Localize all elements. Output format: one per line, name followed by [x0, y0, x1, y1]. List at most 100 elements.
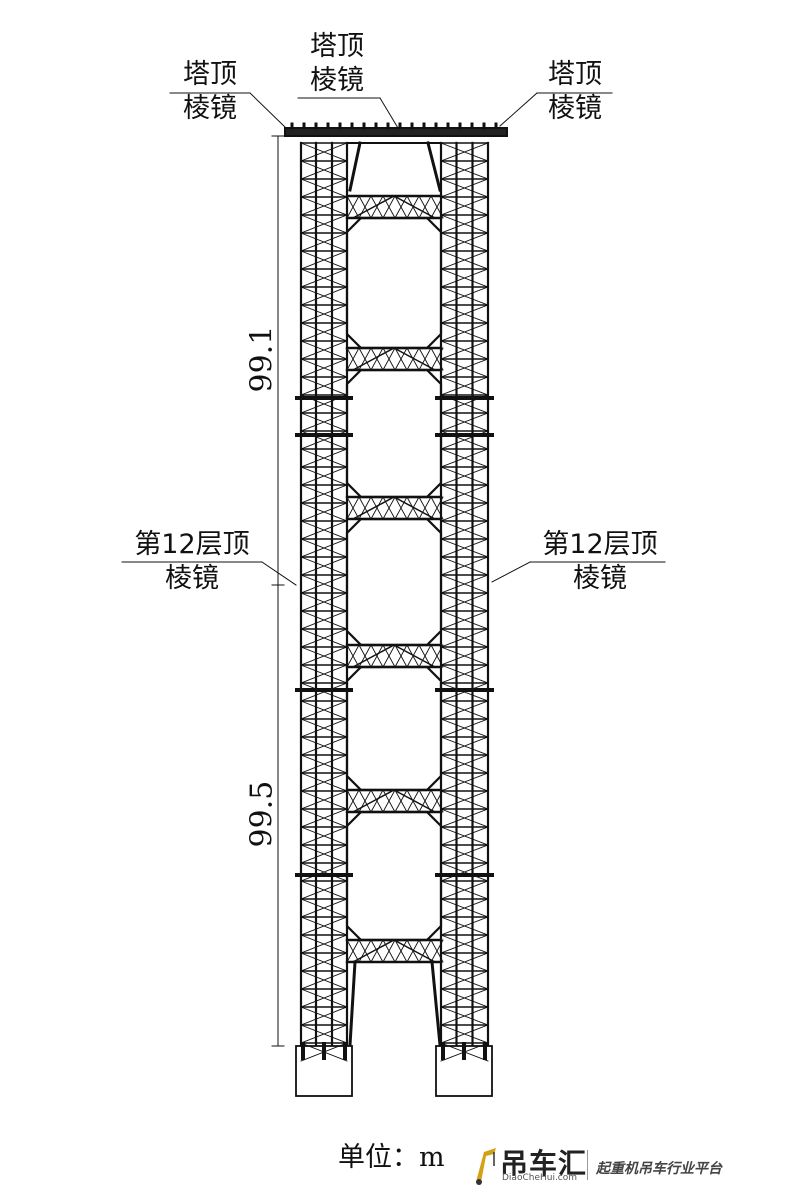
- top-brace: [426, 141, 442, 192]
- leg-diagonal: [300, 916, 348, 936]
- beam-brace: [351, 495, 396, 521]
- top-platform: [284, 127, 508, 137]
- leg-diagonal: [300, 844, 348, 864]
- leg-diagonal: [300, 772, 348, 792]
- leg-diagonal: [300, 700, 348, 720]
- watermark-url: DiaoCheHui.com: [502, 1173, 578, 1183]
- beam-diagonal: [418, 195, 432, 219]
- beam-brace: [392, 788, 437, 814]
- leg-diagonal: [300, 970, 348, 990]
- beam-diagonal: [430, 496, 444, 520]
- beam-diagonal: [418, 347, 432, 371]
- beam-diagonal: [382, 644, 396, 668]
- dimension-lower: 99.5: [244, 780, 280, 848]
- beam-diagonal: [430, 644, 444, 668]
- beam-diagonal: [346, 496, 360, 520]
- leg-diagonal: [440, 772, 489, 792]
- label-mid-right-prism: 第12层顶棱镜: [542, 529, 658, 594]
- leg-diagonal: [440, 538, 489, 558]
- leg-diagonal: [300, 358, 348, 378]
- leg-diagonal: [440, 142, 489, 162]
- leg-diagonal: [440, 340, 489, 360]
- leg-diagonal: [440, 412, 489, 432]
- leg-diagonal: [300, 952, 348, 972]
- top-brace: [348, 141, 362, 192]
- leg-diagonal: [300, 160, 348, 180]
- leg-diagonal: [440, 988, 489, 1008]
- leg-diagonal: [440, 250, 489, 270]
- beam-diagonal: [346, 789, 360, 813]
- watermark-slogan: 起重机吊车行业平台: [596, 1161, 722, 1177]
- beam-diagonal: [418, 789, 432, 813]
- bottom-brace: [348, 960, 357, 1047]
- beam-diagonal: [370, 789, 384, 813]
- watermark-logo: 吊车汇 DiaoCheHui.com 起重机吊车行业平台: [470, 1142, 800, 1188]
- leg-diagonal: [300, 898, 348, 918]
- beam-diagonal: [370, 347, 384, 371]
- leg-diagonal: [300, 520, 348, 540]
- leg-diagonal: [300, 322, 348, 342]
- watermark-brand: 吊车汇: [500, 1147, 588, 1180]
- leg-diagonal: [300, 556, 348, 576]
- label-mid-left-prism: 第12层顶棱镜: [134, 529, 250, 594]
- leg-diagonal: [300, 754, 348, 774]
- leg-diagonal: [440, 700, 489, 720]
- dimension-upper: 99.1: [244, 325, 280, 393]
- label-top-right-prism: 塔顶棱镜: [548, 59, 602, 124]
- beam-brace: [351, 938, 396, 964]
- crane-logo-icon: [476, 1148, 496, 1185]
- leader-top-left: [249, 92, 287, 129]
- beam-diagonal: [394, 496, 408, 520]
- leg-diagonal: [440, 376, 489, 396]
- leg-diagonal: [300, 1006, 348, 1026]
- leg-diagonal: [440, 826, 489, 846]
- leg-diagonal: [440, 502, 489, 522]
- beam-diagonal: [382, 347, 396, 371]
- beam-brace: [351, 194, 396, 220]
- leg-diagonal: [440, 736, 489, 756]
- leg-diagonal: [440, 808, 489, 828]
- leg-diagonal: [300, 232, 348, 252]
- leg-diagonal: [300, 196, 348, 216]
- leg-diagonal: [300, 340, 348, 360]
- leg-diagonal: [300, 1024, 348, 1044]
- beam-diagonal: [430, 195, 444, 219]
- frame-opening: [345, 368, 443, 499]
- leg-diagonal: [300, 502, 348, 522]
- leg-diagonal: [440, 754, 489, 774]
- frame-opening: [345, 216, 443, 350]
- leg-diagonal: [300, 826, 348, 846]
- label-top-left-prism: 塔顶棱镜: [183, 59, 237, 124]
- leg-diagonal: [440, 484, 489, 504]
- leg-diagonal: [300, 538, 348, 558]
- beam-diagonal: [418, 939, 432, 963]
- leg-diagonal: [440, 196, 489, 216]
- leg-diagonal: [440, 934, 489, 954]
- beam-diagonal: [370, 195, 384, 219]
- watermark-separator: [587, 1150, 588, 1180]
- beam-diagonal: [346, 195, 360, 219]
- leg-diagonal: [440, 790, 489, 810]
- beam-diagonal: [418, 496, 432, 520]
- leg-diagonal: [300, 790, 348, 810]
- beam-diagonal: [370, 939, 384, 963]
- leg-diagonal: [300, 988, 348, 1008]
- beam-diagonal: [394, 347, 408, 371]
- leader-top-center: [379, 97, 399, 129]
- leg-diagonal: [300, 466, 348, 486]
- leg-diagonal: [440, 574, 489, 594]
- leg-diagonal: [440, 160, 489, 180]
- beam-diagonal: [394, 789, 408, 813]
- leg-diagonal: [440, 844, 489, 864]
- leg-diagonal: [300, 628, 348, 648]
- beam-brace: [351, 788, 396, 814]
- beam-diagonal: [430, 939, 444, 963]
- leg-diagonal: [440, 322, 489, 342]
- beam-brace: [392, 495, 437, 521]
- leg-diagonal: [440, 268, 489, 288]
- beam-diagonal: [346, 347, 360, 371]
- beam-brace: [392, 938, 437, 964]
- leg-diagonal: [300, 250, 348, 270]
- leg-diagonal: [300, 808, 348, 828]
